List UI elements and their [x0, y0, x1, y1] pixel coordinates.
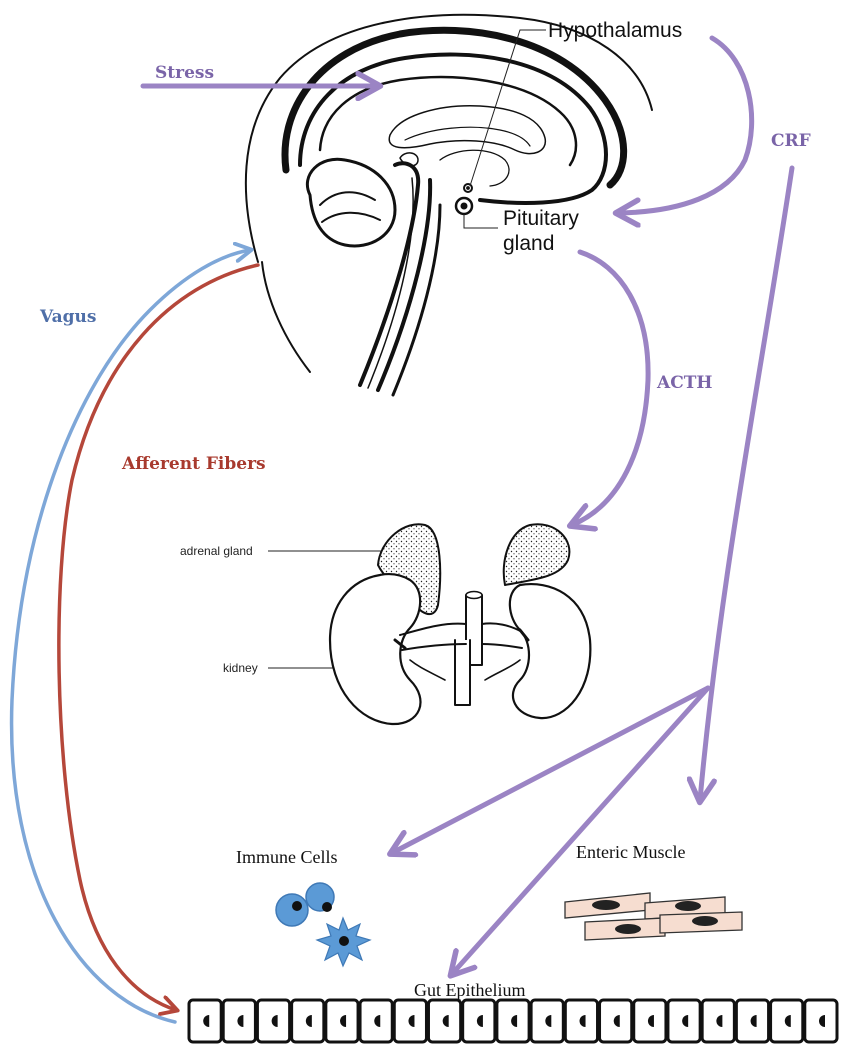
enteric-muscle-label: Enteric Muscle [576, 842, 685, 862]
right-adrenal-gland [504, 524, 570, 585]
kidney-label: kidney [223, 661, 258, 675]
crf-to-pituitary-arrow [618, 38, 752, 213]
immune-cell [276, 894, 308, 926]
pituitary-label-line1: Pituitary [503, 207, 579, 230]
corpus-callosum [389, 106, 545, 154]
adrenal-gland-label: adrenal gland [180, 544, 253, 558]
immune-cells-label: Immune Cells [236, 847, 338, 867]
cerebellum [307, 159, 395, 246]
enteric-muscle-illustration [565, 893, 742, 940]
acth-label: ACTH [656, 373, 712, 393]
pituitary-label-line2: gland [503, 232, 554, 255]
gut-epithelium-cells [189, 1000, 837, 1042]
gut-epithelium-label: Gut Epithelium [414, 980, 526, 1000]
acth-arrow [572, 252, 648, 525]
afferent-fibers-arrow [59, 265, 258, 1010]
stress-label: Stress [155, 63, 214, 83]
vagus-label: Vagus [39, 307, 96, 327]
immune-cells-illustration [276, 883, 370, 966]
diagram-labels: Stress Hypothalamus Pituitary gland CRF … [39, 19, 811, 1000]
head-outline [246, 15, 652, 262]
crf-label: CRF [771, 131, 811, 151]
right-kidney [510, 584, 591, 718]
kidney-illustration [330, 524, 590, 724]
crf-to-enteric-arrow [700, 168, 792, 800]
afferent-fibers-label: Afferent Fibers [121, 454, 266, 474]
vena-cava [455, 640, 470, 705]
vagus-arrow [12, 250, 250, 1022]
brain-illustration [246, 15, 652, 395]
hypothalamus-pointer [470, 30, 546, 186]
pituitary-pointer [464, 214, 498, 228]
neck-line [393, 205, 440, 395]
hypothalamus-label: Hypothalamus [548, 19, 682, 42]
